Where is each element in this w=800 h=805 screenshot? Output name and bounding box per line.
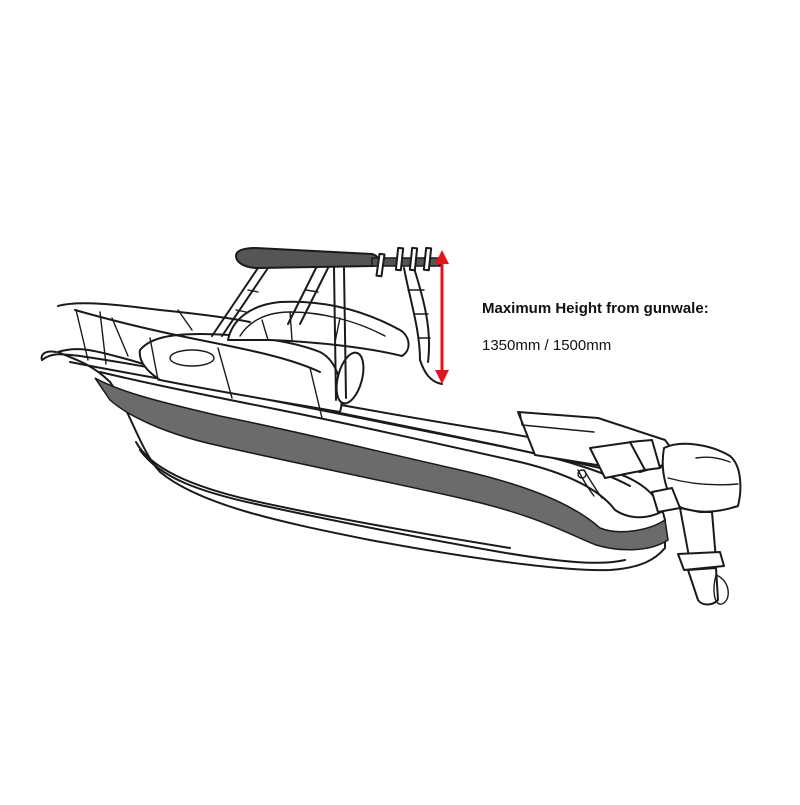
height-arrow bbox=[435, 250, 449, 384]
helm-seat bbox=[335, 351, 365, 405]
cabin bbox=[138, 300, 410, 413]
hull-stripe bbox=[94, 377, 669, 551]
annotation-value: 1350mm / 1500mm bbox=[482, 337, 612, 354]
t-top-frame bbox=[211, 261, 443, 401]
outboard-motor bbox=[651, 442, 742, 606]
cockpit bbox=[517, 411, 681, 499]
bow-rail bbox=[57, 302, 323, 419]
rod-holders bbox=[375, 246, 433, 278]
annotation-title: Maximum Height from gunwale: bbox=[482, 300, 709, 317]
